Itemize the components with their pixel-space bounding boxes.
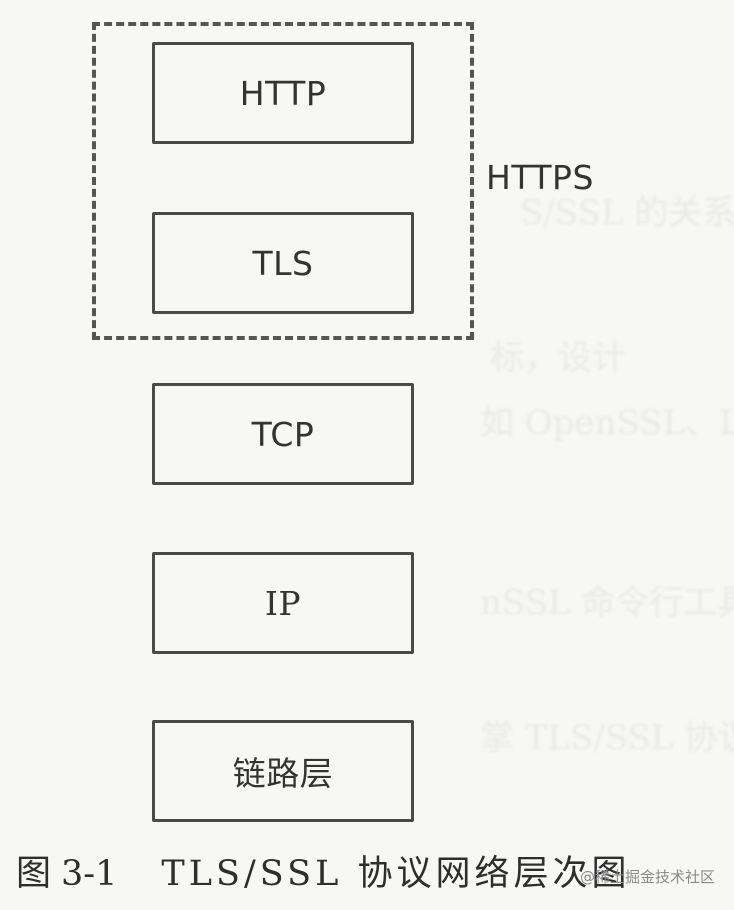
- bleed-through-text: 如 OpenSSL、Libre: [480, 403, 734, 443]
- caption-number: 3-1: [61, 854, 118, 894]
- layer-label: HTTP: [239, 73, 327, 113]
- https-group-boundary: [92, 22, 474, 340]
- bleed-through-text: 掌 TLS/SSL 协议: [480, 718, 734, 758]
- https-group-label: HTTPS: [486, 158, 594, 197]
- caption-prefix: 图: [16, 854, 52, 894]
- bleed-through-text: nSSL 命令行工具: [480, 583, 734, 623]
- layer-http: HTTP: [152, 42, 414, 144]
- layer-link: 链路层: [152, 720, 414, 822]
- layer-ip: IP: [152, 552, 414, 654]
- layer-label: IP: [264, 583, 302, 623]
- layer-tcp: TCP: [152, 383, 414, 485]
- layer-label: TCP: [251, 414, 315, 454]
- layer-tls: TLS: [152, 212, 414, 314]
- bleed-through-text: S/SSL 的关系: [520, 193, 734, 233]
- bleed-through-text: 标，设计: [490, 338, 626, 378]
- caption-title: TLS/SSL 协议网络层次图: [161, 854, 631, 894]
- watermark: @稀土掘金技术社区: [580, 868, 716, 886]
- layer-label: TLS: [252, 243, 314, 283]
- layer-label: 链路层: [232, 754, 334, 793]
